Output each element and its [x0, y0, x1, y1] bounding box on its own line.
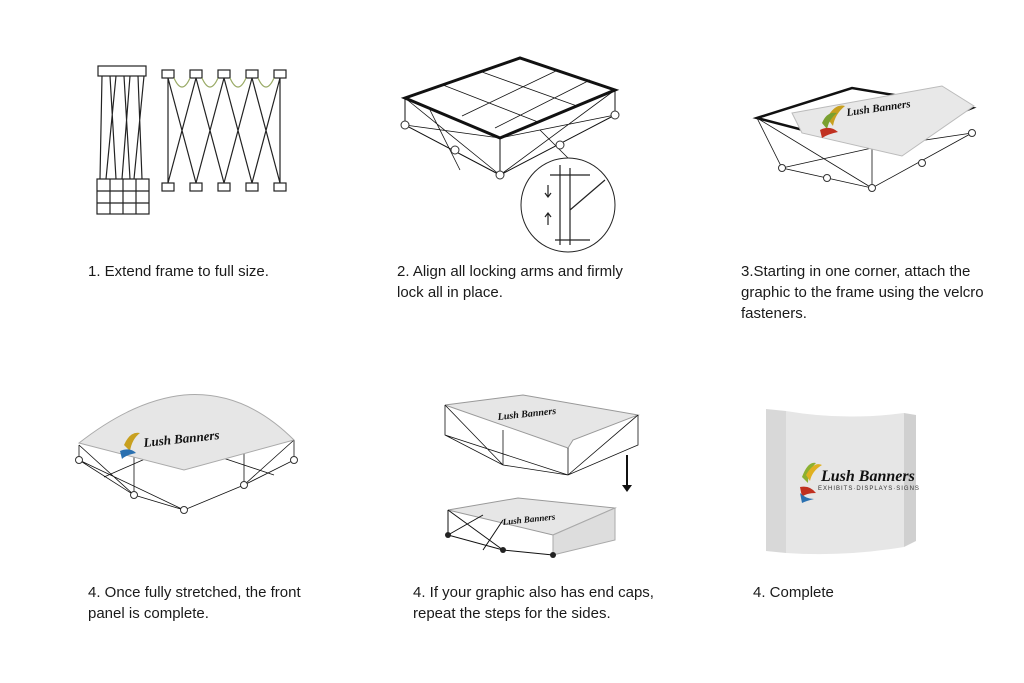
step-5-caption: 4. If your graphic also has end caps, re…	[413, 584, 654, 622]
detail-magnifier-circle	[520, 157, 616, 253]
extended-frame-illustration	[161, 69, 287, 192]
step-1-caption: 1. Extend frame to full size.	[88, 263, 269, 280]
logo-mark	[820, 105, 845, 138]
step-4-caption: 4. Once fully stretched, the front panel…	[88, 584, 301, 622]
step-6-caption: 4. Complete	[753, 584, 834, 601]
logo-tagline: EXHIBITS·DISPLAYS·SIGNS	[818, 486, 920, 492]
attach-graphic-illustration: Lush Banners	[752, 85, 977, 192]
end-caps-illustration: Lush Banners Lush Banners	[444, 394, 640, 558]
completed-display-illustration: Lush Banners EXHIBITS·DISPLAYS·SIGNS	[766, 409, 920, 555]
step-3-caption: 3.Starting in one corner, attach the gra…	[741, 263, 984, 322]
folded-frame-illustration	[96, 65, 150, 215]
locked-frame-illustration	[400, 56, 620, 253]
down-arrow-icon	[622, 455, 632, 492]
step-2-caption: 2. Align all locking arms and firmly loc…	[397, 263, 623, 301]
logo-name: Lush Banners	[820, 468, 915, 485]
stretched-panel-illustration: Lush Banners	[75, 394, 298, 514]
